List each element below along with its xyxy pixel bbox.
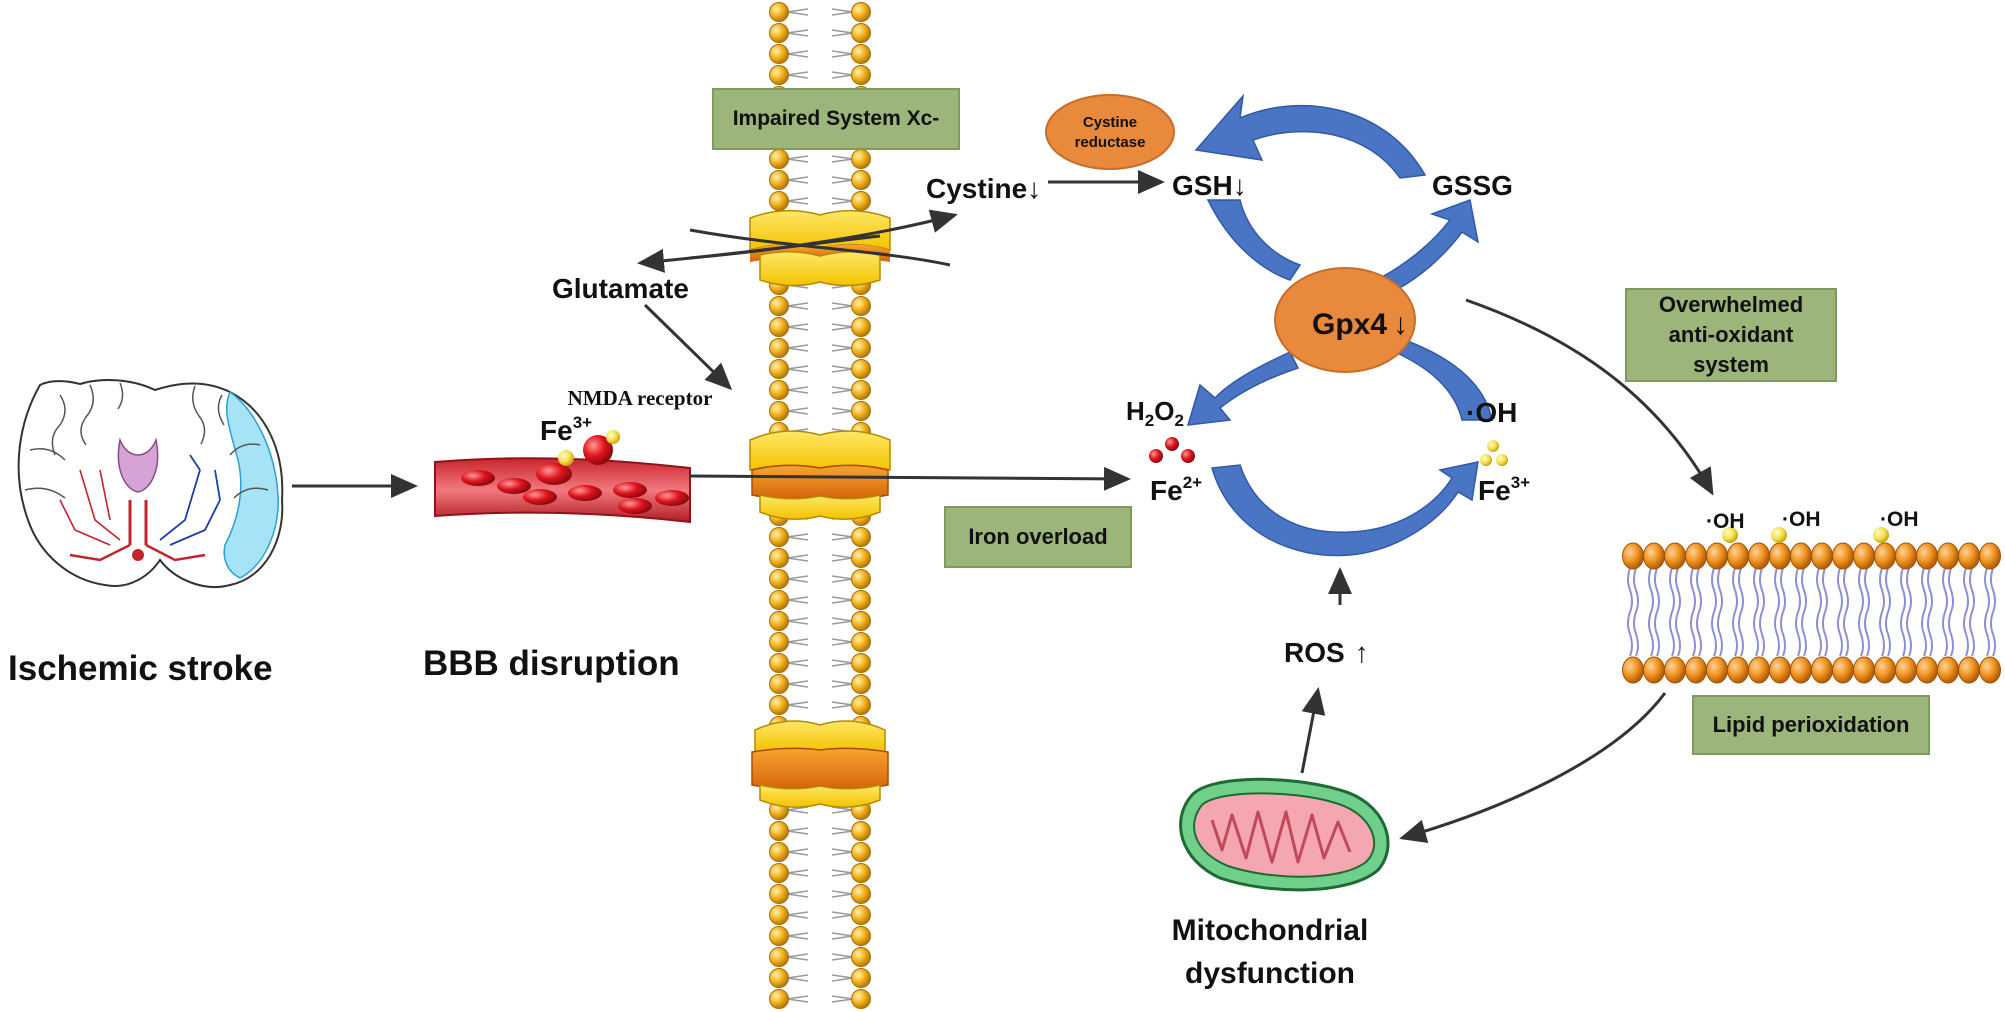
lipid-bilayer-peroxidation [1622, 542, 2001, 684]
label-fe3-cycle: Fe3+ [1478, 473, 1530, 506]
box-lipid-peroxidation: Lipid perioxidation [1692, 695, 1930, 755]
iron-channel [751, 720, 889, 808]
box-iron-overload: Iron overload [944, 506, 1132, 568]
label-cystine-reductase-2: reductase [1075, 134, 1146, 151]
arrow-mito-to-ros [1300, 687, 1326, 774]
label-cystine-reductase-1: Cystine [1083, 114, 1137, 131]
arrow-vessel-to-fe2 [689, 466, 1131, 491]
label-h2o2: H2O2 [1126, 396, 1184, 430]
nmda-receptor-channel [749, 430, 891, 520]
label-gssg: GSSG [1432, 170, 1513, 201]
ros-up-arrow: ↑ [1355, 637, 1369, 668]
stage-ischemic-stroke: Ischemic stroke [8, 649, 273, 688]
blood-vessel [434, 457, 691, 524]
label-glutamate: Glutamate [552, 273, 689, 304]
label-fe2: Fe2+ [1150, 473, 1202, 506]
box-impaired-system-xc: Impaired System Xc- [712, 88, 960, 150]
stage-mitochondrial-line1: Mitochondrial [1172, 914, 1369, 947]
fe2-iron-particles [1149, 437, 1195, 463]
mitochondrion [1179, 777, 1390, 892]
arrow-to-cystine [689, 209, 958, 260]
label-ros: ROS↑ [1284, 637, 1369, 668]
arrow-lipid-to-mito [1399, 692, 1667, 843]
fe3-iron-particles [558, 430, 620, 466]
label-fe3-vessel: Fe3+ [540, 413, 592, 446]
stage-bbb-disruption: BBB disruption [423, 644, 680, 683]
arrow-gpx4-to-lipid [1465, 298, 1714, 496]
stage-mitochondrial-line2: dysfunction [1185, 957, 1355, 990]
label-oh-radical: ·OH [1466, 397, 1517, 428]
fe3-yellow-particles [1480, 440, 1508, 466]
gpx4-enzyme [1274, 267, 1416, 373]
gsh-gpx4-cycle [1186, 93, 1493, 557]
cystine-reductase-enzyme [1045, 94, 1175, 170]
lipid-oh-particles [1722, 527, 1889, 543]
label-nmda-receptor: NMDA receptor [568, 386, 713, 410]
glutamate-export-line [689, 228, 951, 267]
label-gsh: GSH↓ [1172, 170, 1247, 201]
label-gpx4: Gpx4↓ [1312, 308, 1408, 341]
label-lipid-oh-2: ·OH [1782, 508, 1821, 531]
gpx4-down-arrow: ↓ [1393, 308, 1408, 341]
arrow-glutamate-to-nmda [643, 303, 733, 391]
label-lipid-oh-3: ·OH [1880, 508, 1919, 531]
label-cystine: Cystine↓ [926, 173, 1041, 204]
box-overwhelmed-antioxidant: Overwhelmed anti-oxidant system [1625, 288, 1837, 382]
gsh-down-arrow: ↓ [1233, 170, 1247, 201]
cystine-down-arrow: ↓ [1027, 173, 1041, 204]
label-lipid-oh-1: ·OH [1706, 510, 1745, 533]
brain-illustration [17, 379, 284, 589]
